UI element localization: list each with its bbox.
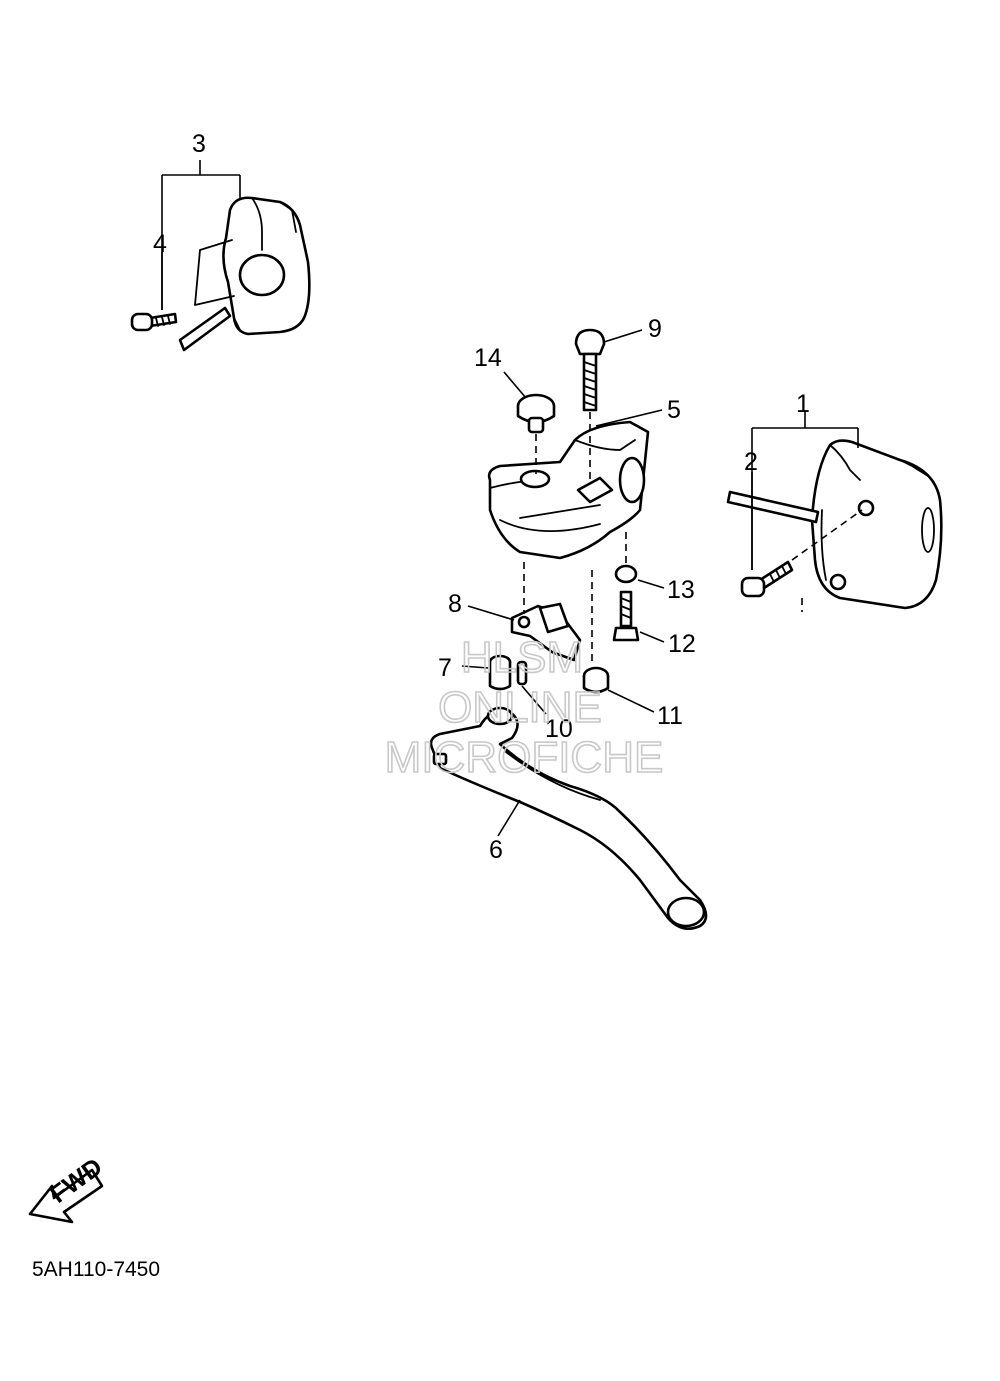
callout-11: 11	[657, 702, 683, 730]
callout-6: 6	[489, 836, 503, 864]
pin-10	[516, 660, 528, 686]
callout-9: 9	[648, 315, 662, 343]
callout-14: 14	[474, 344, 502, 372]
callout-10: 10	[545, 715, 573, 743]
callout-13: 13	[667, 576, 695, 604]
cap-14	[516, 393, 556, 434]
left-switch-cable	[178, 306, 232, 352]
callout-1: 1	[796, 390, 810, 418]
watermark-line-1: HLSM	[461, 633, 583, 682]
collar-11	[582, 666, 610, 694]
watermark-line-3: MICROFICHE	[385, 733, 664, 782]
callout-7: 7	[438, 654, 452, 682]
bolt-9	[574, 328, 606, 412]
callout-5: 5	[667, 396, 681, 424]
callout-8: 8	[448, 590, 462, 618]
callout-12: 12	[668, 630, 696, 658]
callout-3: 3	[192, 130, 206, 158]
callout-4: 4	[153, 230, 167, 258]
diagram-code: 5AH110-7450	[32, 1258, 160, 1281]
fwd-arrow-icon: FWD	[28, 1153, 108, 1224]
right-switch-housing	[810, 439, 943, 610]
collar-7	[488, 654, 512, 691]
watermark-line-2: ONLINE	[438, 683, 602, 732]
right-switch-screw	[740, 560, 794, 598]
left-switch-screw	[130, 312, 178, 332]
adjuster-plate-8	[510, 602, 582, 662]
clutch-lever-6	[429, 706, 708, 930]
right-switch-cable	[726, 490, 820, 524]
left-switch-housing	[194, 196, 311, 336]
bolt-12	[612, 590, 640, 642]
lever-holder	[487, 420, 650, 560]
callout-2: 2	[744, 448, 758, 476]
nut-13	[614, 564, 638, 584]
